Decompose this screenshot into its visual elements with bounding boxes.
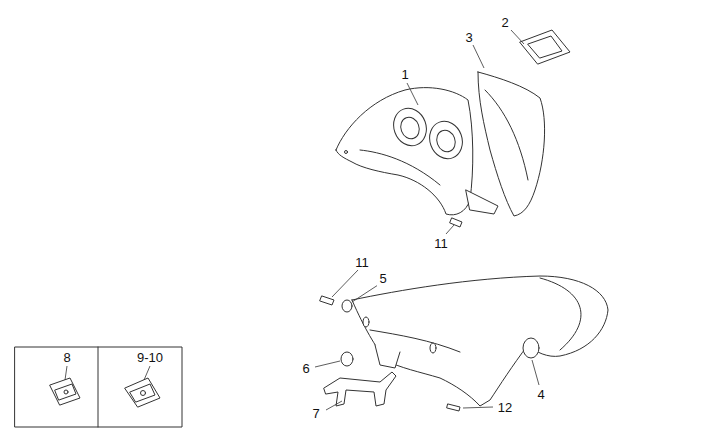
- leader-line: [407, 83, 418, 105]
- callout-number: 2: [499, 15, 510, 30]
- shield-crease: [485, 90, 528, 180]
- clip-fold: [130, 384, 155, 402]
- nut: [341, 352, 353, 366]
- mudguard-end: [523, 338, 539, 358]
- callout-number: 11: [353, 255, 371, 270]
- shell-hole: [388, 104, 431, 151]
- callout-number: 1: [399, 67, 410, 82]
- callout-number: 5: [377, 271, 388, 286]
- callout-number: 6: [300, 361, 311, 376]
- callout-number: 4: [535, 387, 546, 402]
- leader-line: [446, 225, 454, 234]
- bracket: [324, 372, 396, 406]
- callout-number: 11: [432, 236, 450, 251]
- front-mudguard: [352, 276, 608, 406]
- shell-hole-small: [345, 151, 348, 154]
- clip-hole: [64, 390, 68, 394]
- headlight-shell: [336, 88, 473, 215]
- gasket-inner: [528, 36, 562, 58]
- mudguard-hole: [363, 317, 369, 327]
- leader-line: [473, 45, 484, 68]
- leader-line: [511, 30, 524, 44]
- screw: [447, 404, 460, 411]
- clip-hole: [141, 391, 146, 396]
- callout-number: 12: [496, 400, 514, 415]
- clip: [50, 378, 80, 405]
- inset-frame: [15, 347, 182, 427]
- inset-divider: [98, 347, 99, 427]
- leader-line: [332, 270, 358, 297]
- callout-number: 9-10: [135, 350, 165, 365]
- shell-hole-inner: [434, 128, 458, 155]
- leader-line: [144, 366, 150, 380]
- shield-panel: [478, 72, 545, 216]
- shell-crease: [360, 150, 440, 185]
- leader-line: [326, 401, 342, 410]
- mudguard-tab: [375, 345, 400, 368]
- callout-number: 3: [463, 30, 474, 45]
- leader-line: [352, 285, 378, 302]
- screw: [450, 218, 462, 227]
- mudguard-edge: [540, 278, 581, 350]
- shell-hole: [424, 117, 467, 164]
- leader-line: [315, 361, 340, 367]
- leader-line: [65, 366, 67, 380]
- mudguard-hole: [430, 343, 436, 353]
- leader-lines: [65, 30, 539, 410]
- screw: [320, 296, 334, 305]
- shell-tab: [466, 190, 498, 214]
- leader-line: [532, 360, 539, 385]
- callout-number: 8: [61, 350, 72, 365]
- leader-line: [463, 407, 493, 408]
- gasket: [520, 30, 570, 64]
- shell-hole-inner: [398, 115, 422, 142]
- nut: [342, 300, 352, 312]
- clip: [125, 378, 160, 407]
- callout-number: 7: [310, 406, 321, 421]
- clip-fold: [55, 384, 76, 400]
